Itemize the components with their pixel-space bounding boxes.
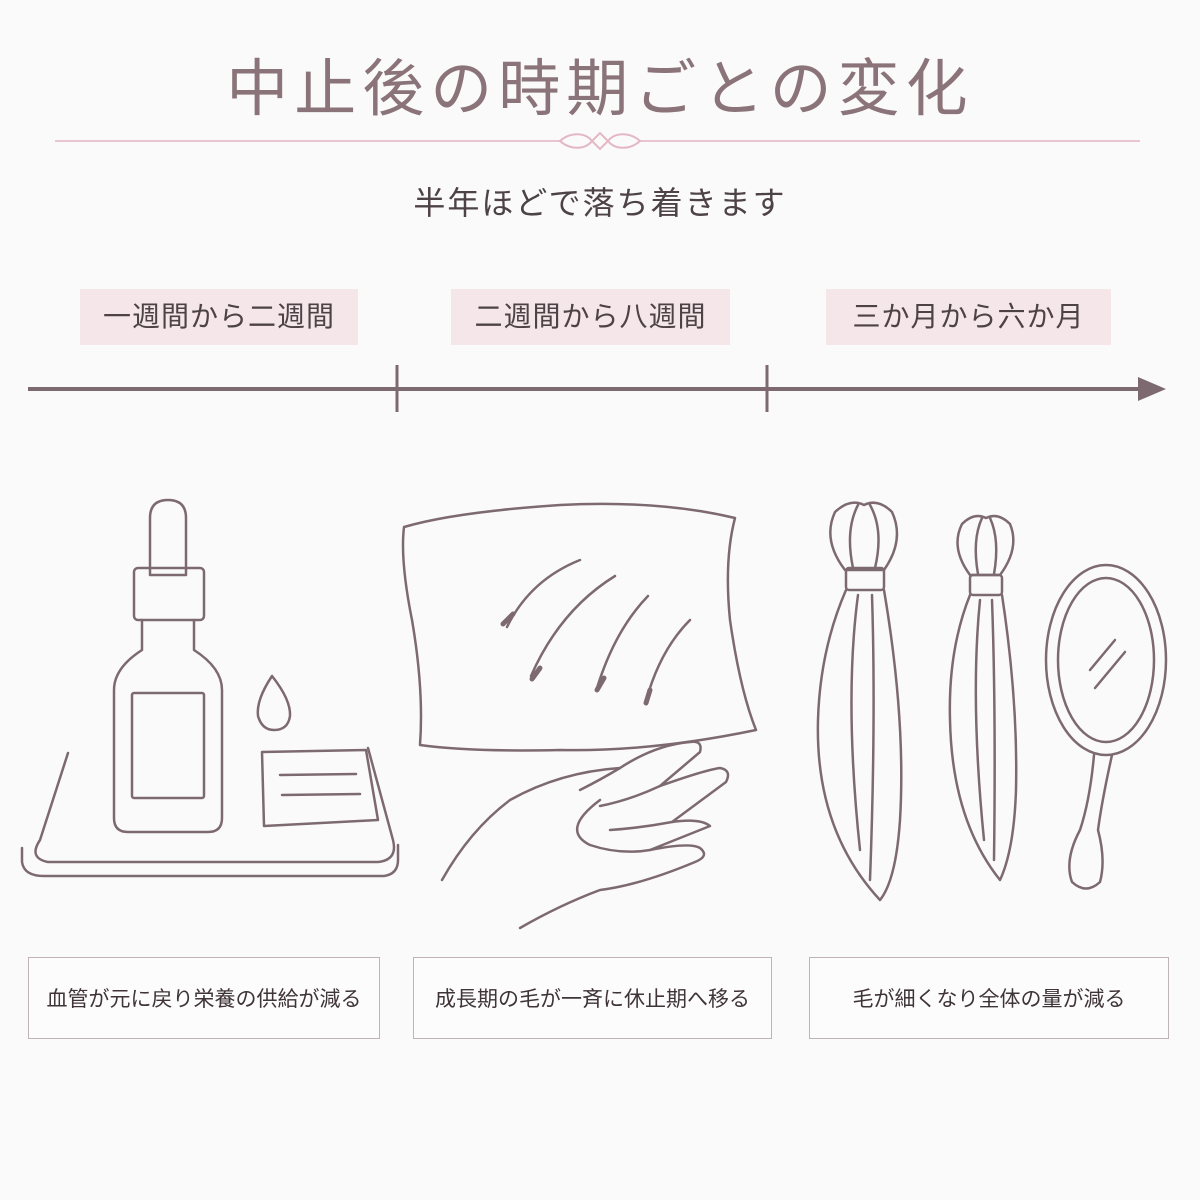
period-label-1: 一週間から二週間 xyxy=(80,289,358,345)
note-card-icon xyxy=(260,748,380,828)
hand-mirror-icon xyxy=(1044,563,1168,890)
serum-bottle-icon xyxy=(112,498,224,834)
title-divider xyxy=(55,131,1140,151)
period-label-3: 三か月から六か月 xyxy=(826,289,1111,345)
caption-1: 血管が元に戻り栄養の供給が減る xyxy=(28,957,380,1039)
fallen-hair-icon xyxy=(500,558,692,706)
illustrations xyxy=(20,498,1168,930)
hand-icon xyxy=(440,740,730,930)
hair-bundle-icon xyxy=(948,514,1018,882)
caption-3: 毛が細くなり全体の量が減る xyxy=(809,957,1169,1039)
pillow-icon xyxy=(401,502,758,752)
page-title: 中止後の時期ごとの変化 xyxy=(226,52,974,125)
page-subtitle: 半年ほどで落ち着きます xyxy=(413,184,787,222)
hair-bundle-icon xyxy=(816,501,903,902)
period-label-2: 二週間から八週間 xyxy=(451,289,730,345)
ornament-icon xyxy=(558,131,642,151)
timeline-arrow xyxy=(28,365,1166,412)
tray-icon xyxy=(20,746,400,878)
water-drop-icon xyxy=(256,674,292,732)
caption-2: 成長期の毛が一斉に休止期へ移る xyxy=(413,957,772,1039)
